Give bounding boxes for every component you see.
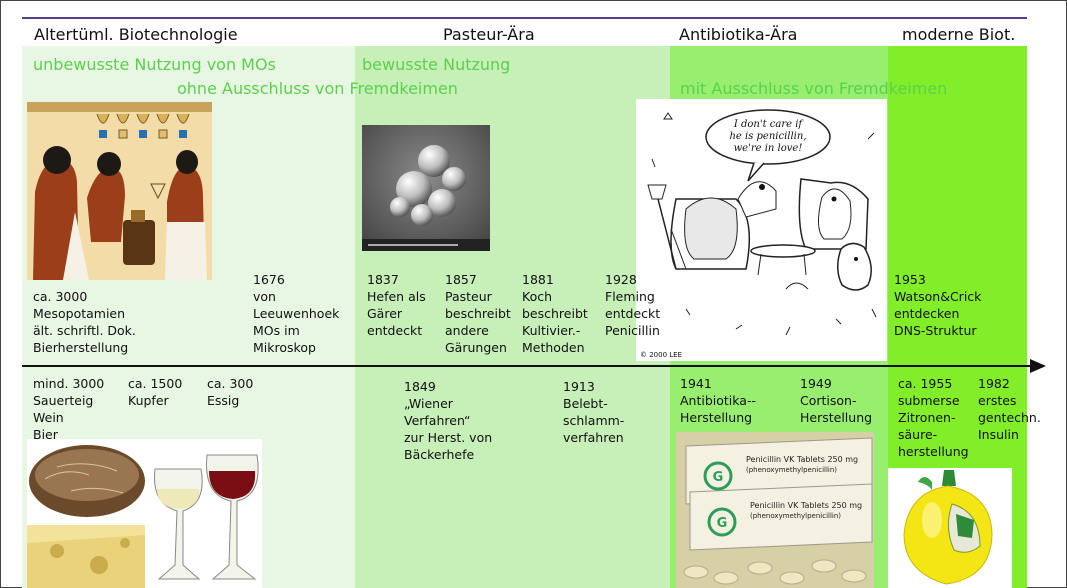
event-300-essig: ca. 300 Essig xyxy=(207,375,253,409)
event-1953-watson-crick: 1953 Watson&Crick entdecken DNS-Struktur xyxy=(894,271,981,339)
cartoon-speech-line-3: we're in love! xyxy=(734,143,803,154)
usage-with-exclusion: mit Ausschluss von Fremdkeimen xyxy=(680,79,947,98)
event-1857-pasteur: 1857 Pasteur beschreibt andere Gärungen xyxy=(445,271,511,356)
top-rule xyxy=(22,17,1027,19)
event-3000-sauerteig: mind. 3000 Sauerteig Wein Bier xyxy=(33,375,104,443)
era-heading-ancient: Altertüml. Biotechnologie xyxy=(34,25,238,44)
bread-wine-cheese-image xyxy=(27,439,262,588)
cartoon-speech-line-2: he is penicillin, xyxy=(729,131,806,142)
pills-label-1a: Penicillin VK Tablets 250 mg xyxy=(746,455,858,464)
event-1949-cortison: 1949 Cortison- Herstellung xyxy=(800,375,872,426)
cartoon-speech-line-1: I don't care if xyxy=(733,119,805,130)
event-3000-mesopotamia: ca. 3000 Mesopotamien ält. schriftl. Dok… xyxy=(33,288,136,356)
event-1928-fleming: 1928 Fleming entdeckt Penicillin xyxy=(605,271,660,339)
timeline-arrowhead xyxy=(1030,359,1046,373)
event-1913-belebtschlamm: 1913 Belebt- schlamm- verfahren xyxy=(563,378,624,446)
pills-logo-2: G xyxy=(717,516,728,531)
pills-label-1b: (phenoxymethylpenicillin) xyxy=(746,466,837,474)
event-1941-antibiotika: 1941 Antibiotika-- Herstellung xyxy=(680,375,756,426)
lemon-juice-image xyxy=(888,468,1012,588)
era-heading-antibiotics: Antibiotika-Ära xyxy=(679,25,797,44)
event-1500-kupfer: ca. 1500 Kupfer xyxy=(128,375,182,409)
penicillin-cartoon-image: I don't care if he is penicillin, we're … xyxy=(636,99,887,361)
era-heading-pasteur: Pasteur-Ära xyxy=(443,25,535,44)
event-1676-leeuwenhoek: 1676 von Leeuwenhoek MOs im Mikroskop xyxy=(253,271,339,356)
era-heading-modern: moderne Biot. xyxy=(902,25,1015,44)
event-1837-hefen: 1837 Hefen als Gärer entdeckt xyxy=(367,271,426,339)
pills-label-2a: Penicillin VK Tablets 250 mg xyxy=(750,501,862,510)
timeline-axis xyxy=(22,365,1032,367)
event-1881-koch: 1881 Koch beschreibt Kultivier.- Methode… xyxy=(522,271,588,356)
usage-unconscious: unbewusste Nutzung von MOs xyxy=(33,55,276,74)
pills-label-2b: (phenoxymethylpenicillin) xyxy=(750,512,841,520)
egyptian-mural-image xyxy=(27,102,212,280)
usage-conscious: bewusste Nutzung xyxy=(362,55,510,74)
penicillin-package-image: G G Penicillin VK Tablets 250 mg (phenox… xyxy=(676,432,874,588)
event-1955-zitronensaeure: ca. 1955 submerse Zitronen- säure- herst… xyxy=(898,375,969,460)
cartoon-credit: © 2000 LEE xyxy=(640,351,682,359)
usage-without-exclusion: ohne Ausschluss von Fremdkeimen xyxy=(177,79,458,98)
event-1982-insulin: 1982 erstes gentechn. Insulin xyxy=(978,375,1041,443)
yeast-micrograph-image xyxy=(362,125,490,251)
pills-logo-1: G xyxy=(713,470,724,485)
event-1849-wiener-verfahren: 1849 „Wiener Verfahren“ zur Herst. von B… xyxy=(404,378,492,463)
